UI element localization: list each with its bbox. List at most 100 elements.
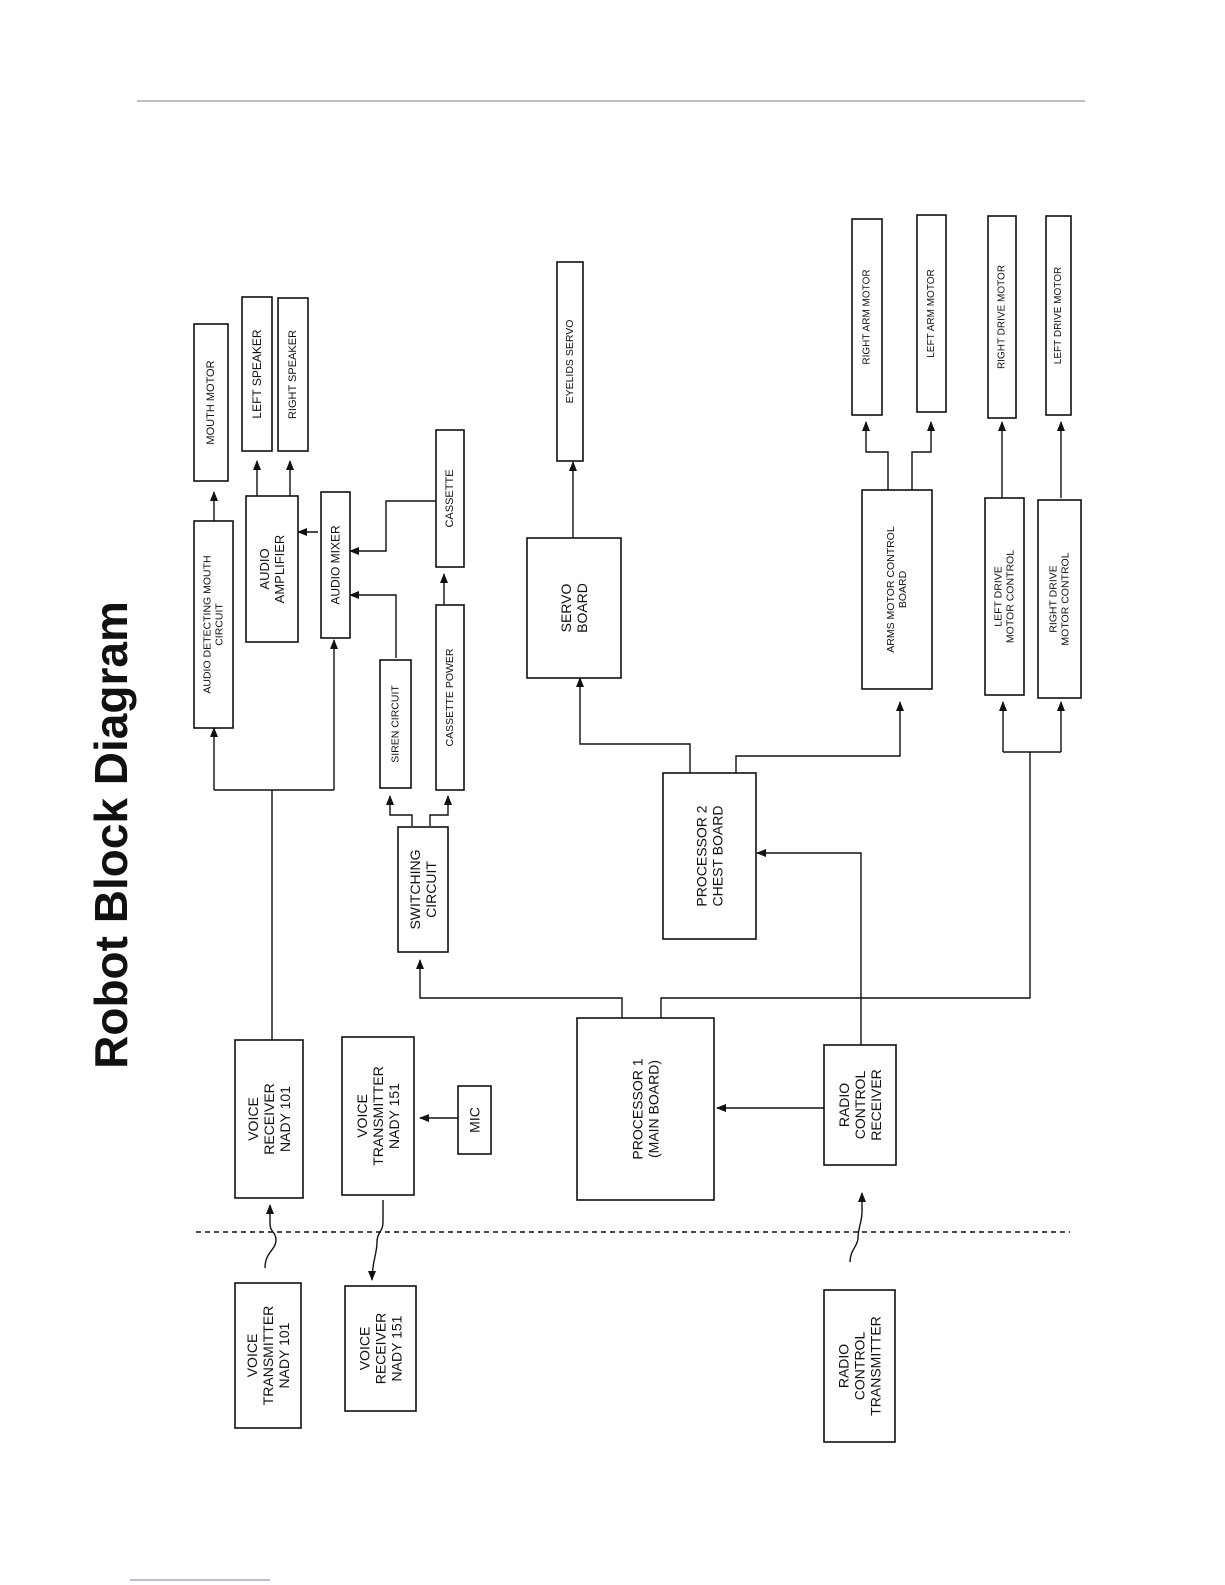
block-box	[234, 1282, 302, 1429]
block-label-line: VOICE	[354, 1094, 370, 1138]
block-label-line: CIRCUIT	[214, 603, 226, 646]
block-label-line: RIGHT ARM MOTOR	[862, 269, 873, 364]
block-box	[987, 215, 1017, 419]
block-label-line: CIRCUIT	[423, 861, 439, 918]
block-box	[662, 772, 757, 940]
block-label-line: VOICE	[356, 1327, 372, 1371]
block-label-line: (MAIN BOARD)	[646, 1060, 662, 1158]
block-label-line: TRANSMITTER	[868, 1316, 884, 1416]
block-label-line: PROCESSOR 2	[693, 805, 709, 906]
block-label-line: MOTOR CONTROL	[1060, 552, 1072, 645]
block-label-line: RECEIVER	[868, 1069, 884, 1141]
block-right-speaker: RIGHT SPEAKER	[277, 297, 309, 452]
block-label-line: LEFT DRIVE MOTOR	[1053, 267, 1064, 364]
block-left-arm-motor: LEFT ARM MOTOR	[916, 214, 947, 413]
block-left-speaker: LEFT SPEAKER	[241, 296, 273, 452]
block-box	[341, 1036, 415, 1196]
block-label-line: AMPLIFIER	[272, 535, 287, 604]
block-label-line: RIGHT DRIVE	[1047, 565, 1059, 632]
block-box	[526, 537, 622, 679]
block-label-line: TRANSMITTER	[260, 1306, 276, 1406]
block-label-line: SERVO	[558, 584, 574, 633]
block-box	[435, 429, 465, 568]
block-box	[320, 491, 351, 639]
block-mic: MIC	[457, 1085, 492, 1155]
block-box	[344, 1285, 417, 1412]
block-label-line: AUDIO	[257, 548, 272, 589]
block-box	[823, 1044, 897, 1166]
block-label-line: RADIO	[835, 1344, 851, 1388]
connections	[210, 421, 1065, 1281]
block-box	[397, 826, 449, 953]
block-box	[984, 497, 1025, 696]
block-label-line: RIGHT DRIVE MOTOR	[997, 265, 1008, 369]
block-label-line: SIREN CIRCUIT	[390, 685, 402, 763]
block-cassette: CASSETTE	[435, 429, 465, 568]
block-audio-mixer: AUDIO MIXER	[320, 491, 351, 639]
block-box	[245, 495, 299, 643]
block-label-line: LEFT DRIVE	[992, 566, 1004, 627]
block-label-line: RIGHT SPEAKER	[287, 330, 299, 419]
block-label-line: CONTROL	[852, 1071, 868, 1140]
block-box	[234, 1039, 304, 1199]
block-label-line: VOICE	[245, 1097, 261, 1141]
block-label-line: ARMS MOTOR CONTROL	[885, 526, 897, 653]
block-label-line: NADY 101	[276, 1322, 292, 1388]
block-label-line: NADY 151	[386, 1083, 402, 1149]
block-box	[861, 489, 933, 690]
block-label-line: MIC	[467, 1107, 483, 1133]
block-box	[193, 520, 234, 729]
block-box	[193, 323, 229, 482]
block-label-line: BOARD	[574, 583, 590, 633]
block-left-drive-motor: LEFT DRIVE MOTOR	[1045, 215, 1072, 416]
block-label-line: RADIO	[836, 1083, 852, 1127]
block-label-line: SWITCHING	[407, 849, 423, 929]
block-label-line: PROCESSOR 1	[629, 1058, 645, 1159]
block-label-line: LEFT ARM MOTOR	[926, 269, 937, 358]
block-box	[277, 297, 309, 452]
block-processor1: PROCESSOR 1(MAIN BOARD)	[576, 1017, 715, 1201]
block-right-drive-motor: RIGHT DRIVE MOTOR	[987, 215, 1017, 419]
block-box	[851, 218, 883, 416]
block-label-line: VOICE	[244, 1334, 260, 1378]
block-right-arm-motor: RIGHT ARM MOTOR	[851, 218, 883, 416]
block-label-line: AUDIO DETECTING MOUTH	[201, 555, 213, 693]
page-title: Robot Block Diagram	[85, 601, 137, 1069]
block-label-line: CHEST BOARD	[710, 806, 726, 907]
block-label-line: NADY 101	[277, 1086, 293, 1152]
block-label-line: MOTOR CONTROL	[1005, 550, 1017, 643]
block-box	[1037, 499, 1082, 699]
block-box	[379, 659, 412, 789]
block-label-line: NADY 151	[389, 1315, 405, 1381]
block-label-line: CASSETTE	[444, 469, 456, 527]
block-mouth-motor: MOUTH MOTOR	[193, 323, 229, 482]
block-label-line: RECEIVER	[373, 1313, 389, 1385]
block-box	[556, 261, 584, 462]
block-box	[916, 214, 947, 413]
block-label-line: EYELIDS SERVO	[564, 320, 576, 404]
block-box	[823, 1289, 896, 1443]
block-label-line: AUDIO MIXER	[329, 525, 343, 605]
block-cassette-power: CASSETTE POWER	[435, 604, 465, 791]
block-box	[435, 604, 465, 791]
block-label-line: MOUTH MOTOR	[205, 360, 217, 444]
block-box	[241, 296, 273, 452]
block-label-line: TRANSMITTER	[370, 1066, 386, 1166]
block-box	[1045, 215, 1072, 416]
block-label-line: CONTROL	[852, 1332, 868, 1401]
